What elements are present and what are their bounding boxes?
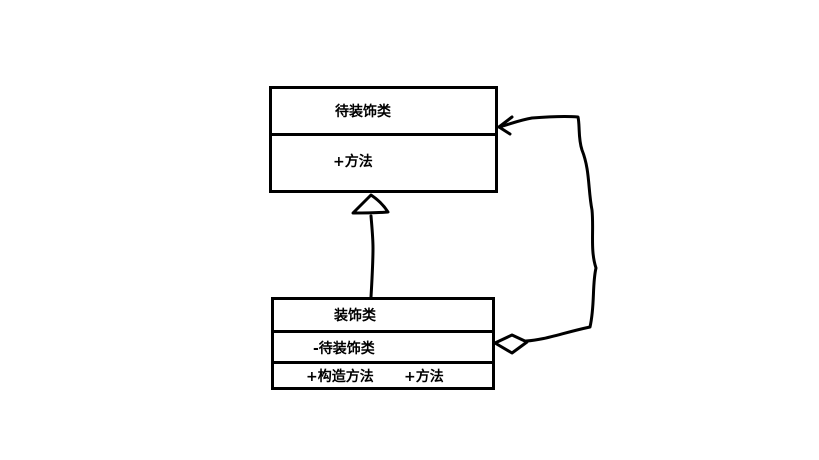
decorator-field: -待装饰类: [313, 341, 375, 357]
component-name-compartment: 待装饰类: [272, 89, 495, 133]
decorator-method-compartment: +构造方法 +方法: [274, 361, 492, 387]
component-class-box: 待装饰类 +方法: [269, 86, 498, 193]
decorator-method: +方法: [404, 369, 444, 385]
decorator-class-name: 装饰类: [334, 308, 376, 324]
component-method: +方法: [333, 154, 373, 170]
decorator-class-box: 装饰类 -待装饰类 +构造方法 +方法: [271, 297, 495, 390]
decorator-field-compartment: -待装饰类: [274, 330, 492, 361]
inheritance-line: [369, 214, 375, 299]
component-method-compartment: +方法: [272, 133, 495, 190]
component-class-name: 待装饰类: [335, 104, 391, 120]
arrowhead-icon: [497, 115, 514, 136]
inheritance-triangle-icon: [351, 193, 390, 215]
decorator-constructor: +构造方法: [306, 369, 374, 385]
decorator-name-compartment: 装饰类: [274, 300, 492, 330]
aggregation-diamond-icon: [493, 333, 529, 355]
aggregation-line: [497, 115, 598, 343]
